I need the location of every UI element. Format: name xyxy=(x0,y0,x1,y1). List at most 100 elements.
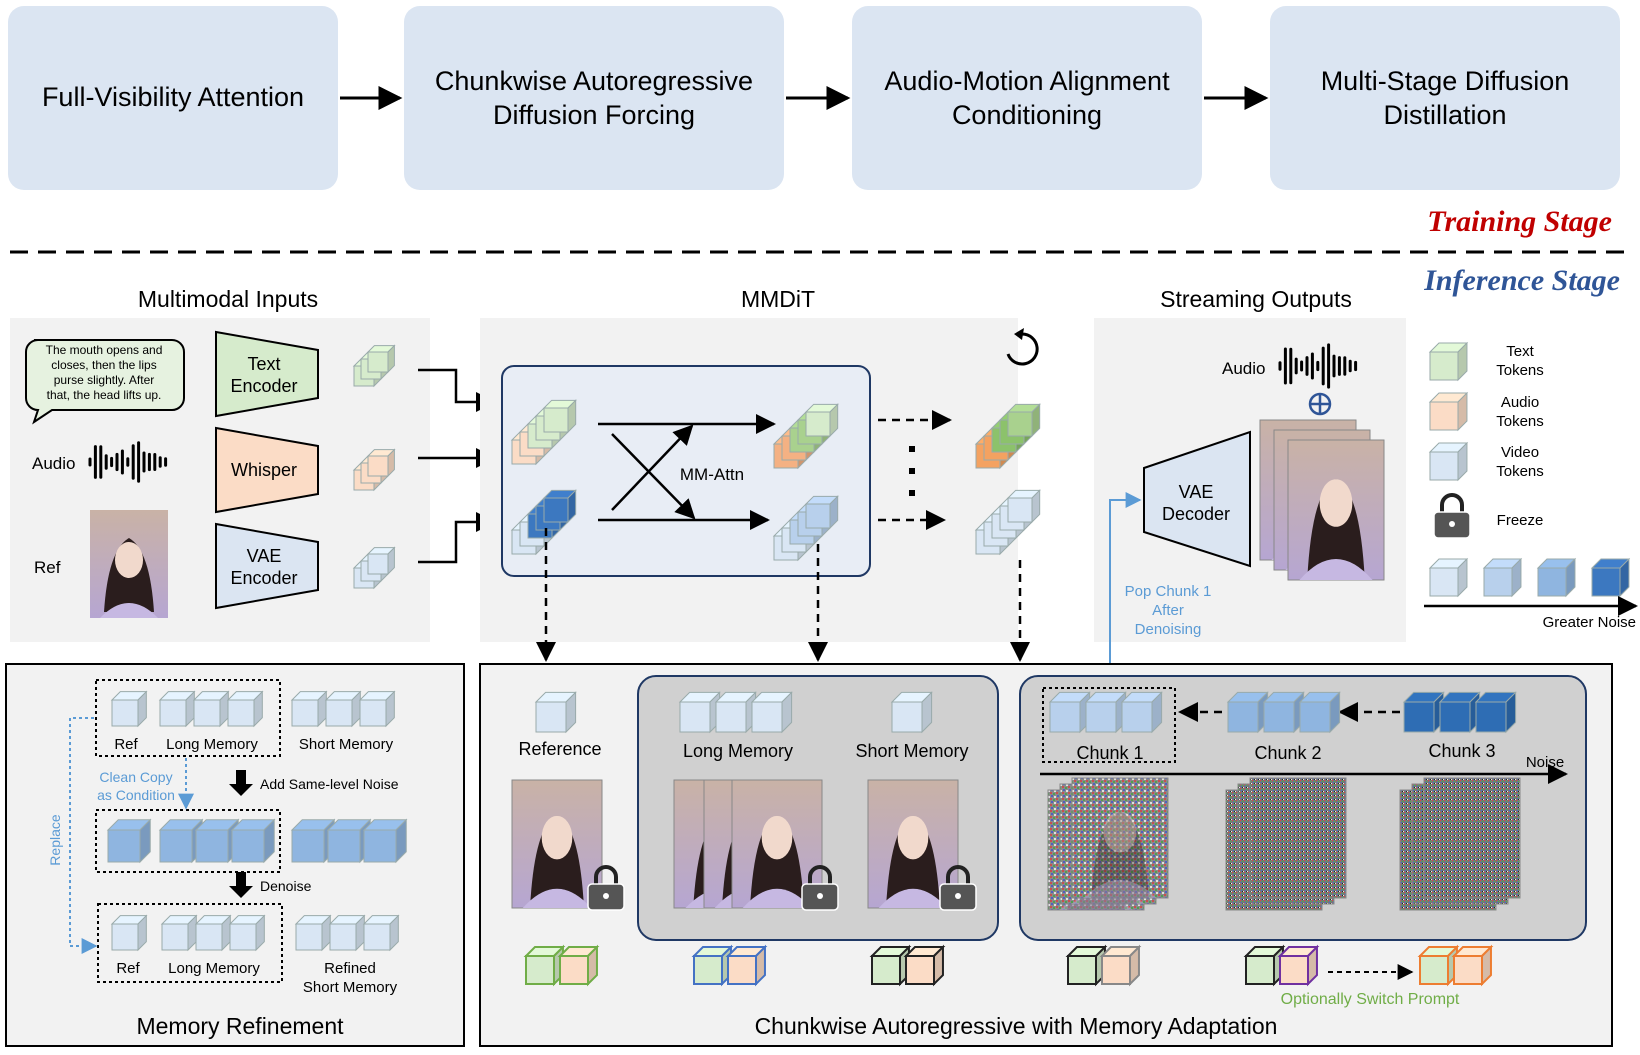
training-pipeline: Full-Visibility Attention Chunkwise Auto… xyxy=(8,6,1620,238)
text-encoder-block xyxy=(215,330,319,418)
streaming-outputs-panel: Streaming Outputs Audio VAE Decoder Pop … xyxy=(1094,286,1406,688)
text-token-cube xyxy=(1065,944,1108,987)
block-label: Whisper xyxy=(231,460,297,480)
legend-noise-cube xyxy=(1590,557,1631,598)
long-memory-token-cube xyxy=(194,914,232,952)
legend-label: Tokens xyxy=(1496,362,1544,379)
portrait-frame-image xyxy=(731,779,823,909)
audio-token-cube xyxy=(1277,944,1320,987)
switch-prompt-label: Optionally Switch Prompt xyxy=(1281,991,1460,1008)
audio-token-cube xyxy=(903,944,946,987)
ref-token-cube xyxy=(110,690,148,728)
panel-title: Streaming Outputs xyxy=(1160,286,1352,312)
legend-noise-cube xyxy=(1428,557,1469,598)
legend-label: Tokens xyxy=(1496,463,1544,480)
chunk1-selection-box xyxy=(1042,687,1176,763)
refined-token-cube xyxy=(328,914,366,952)
chunk1-token-cube xyxy=(1120,691,1163,734)
audio-token-cube xyxy=(1451,944,1494,987)
prompt-speech-bubble xyxy=(25,339,185,425)
ref-label: Ref xyxy=(34,558,61,577)
video-token-cube xyxy=(542,489,577,524)
text-token-cube xyxy=(691,944,734,987)
lock-icon xyxy=(1433,493,1471,539)
portrait-frame-image xyxy=(1287,439,1385,581)
freeze-lock-icons xyxy=(587,865,977,911)
block-label: Encoder xyxy=(230,568,297,588)
token-cube xyxy=(542,399,577,434)
box-label: Audio-Motion Alignment xyxy=(884,66,1170,96)
legend-audio-token-cube xyxy=(1428,391,1469,432)
lock-icon xyxy=(587,865,625,911)
legend-text-token-cube xyxy=(1428,341,1469,382)
ellipsis-dot xyxy=(909,446,915,452)
block-label: VAE xyxy=(1179,482,1214,502)
prompt-text: that, the head lifts up. xyxy=(47,388,162,402)
audio-motion-alignment-box xyxy=(852,6,1202,190)
reference-token-cube xyxy=(534,691,577,734)
noisy-token-cube xyxy=(230,818,276,864)
text-token-cube xyxy=(869,944,912,987)
mmdit-panel: MMDiT MM-Attn xyxy=(480,286,1041,662)
down-arrow-icon xyxy=(229,770,253,796)
panel-title: MMDiT xyxy=(741,286,815,312)
refined-token-cube xyxy=(294,914,332,952)
add-noise-label: Add Same-level Noise xyxy=(260,776,399,792)
reference-portrait-image xyxy=(90,510,168,618)
token-cube xyxy=(804,403,839,438)
cube-label: Short Memory xyxy=(299,736,394,753)
legend-label: Freeze xyxy=(1497,512,1544,529)
legend-label: Text xyxy=(1506,343,1534,360)
video-token-cube xyxy=(366,546,396,576)
legend-label: Audio xyxy=(1501,394,1539,411)
plus-circle-icon xyxy=(1308,392,1332,416)
audio-token-cube xyxy=(1099,944,1142,987)
down-arrow-icon xyxy=(229,872,253,898)
audio-waveform-icon xyxy=(88,441,168,483)
video-token-cube xyxy=(1006,489,1041,524)
replace-arrow xyxy=(69,717,98,954)
chunk3-token-cube xyxy=(1438,691,1481,734)
legend-label: Tokens xyxy=(1496,413,1544,430)
audio-token-cube xyxy=(557,944,600,987)
long-memory-token-cube xyxy=(158,690,196,728)
noisy-frame-image xyxy=(1071,777,1169,899)
flow-arrow xyxy=(418,368,496,412)
text-token-cube xyxy=(366,344,396,374)
long-memory-token-cube xyxy=(714,691,757,734)
block-label: Encoder xyxy=(230,376,297,396)
cube-label: Long Memory xyxy=(168,960,260,977)
loop-icon xyxy=(1006,328,1039,366)
block-label: Text xyxy=(247,354,280,374)
denoise-label: Denoise xyxy=(260,878,312,894)
short-memory-token-cube xyxy=(358,690,396,728)
text-token-cube xyxy=(523,944,566,987)
noisy-token-cube xyxy=(362,818,408,864)
panel-title: Memory Refinement xyxy=(136,1013,344,1039)
cross-arrow xyxy=(611,424,694,511)
pop-arrow xyxy=(1109,492,1142,688)
long-memory-token-cube xyxy=(750,691,793,734)
inference-stage-label: Inference Stage xyxy=(1423,264,1620,297)
chunk2-label: Chunk 2 xyxy=(1254,743,1321,763)
chunk3-label: Chunk 3 xyxy=(1428,741,1495,761)
cross-arrow xyxy=(611,433,696,520)
cube-label: Ref xyxy=(116,960,140,977)
chunk1-token-cube xyxy=(1048,691,1091,734)
box-label: Distillation xyxy=(1383,100,1506,130)
box-label: Chunkwise Autoregressive xyxy=(435,66,753,96)
pop-chunk-label: Denoising xyxy=(1135,621,1202,638)
clean-copy-label: as Condition xyxy=(97,787,175,803)
long-memory-token-cube xyxy=(678,691,721,734)
legend-video-token-cube xyxy=(1428,441,1469,482)
short-memory-token-cube xyxy=(890,691,933,734)
noise-label: Noise xyxy=(1526,754,1564,771)
chunk2-token-cube xyxy=(1262,691,1305,734)
memory-group-box xyxy=(97,903,283,983)
flow-arrow xyxy=(418,512,496,564)
audio-token-cube xyxy=(366,448,396,478)
text-token-cube xyxy=(1417,944,1460,987)
ellipsis-dot xyxy=(909,490,915,496)
short-memory-token-cube xyxy=(290,690,328,728)
